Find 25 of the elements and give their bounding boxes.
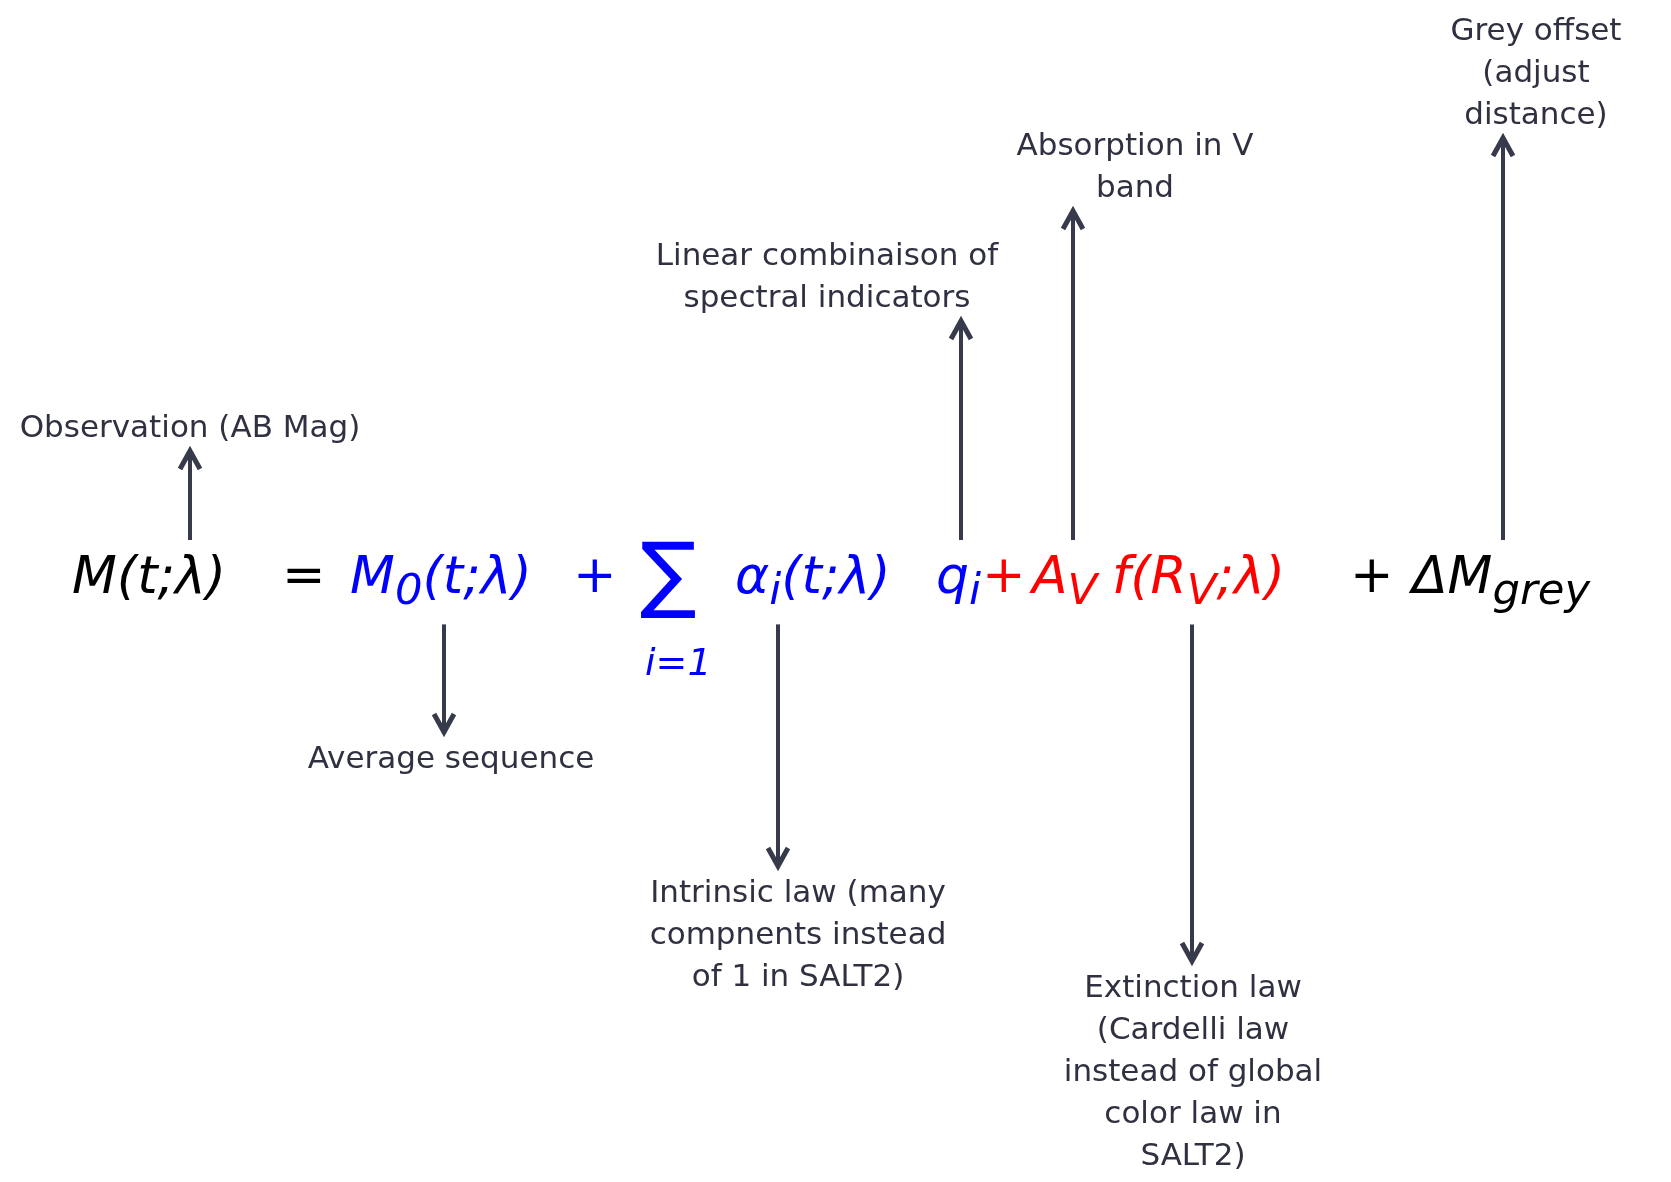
arrow xyxy=(1490,135,1516,540)
arrow xyxy=(431,624,457,735)
annotation-text: Absorption in V band xyxy=(1005,123,1265,207)
annotation-text: Average sequence xyxy=(291,736,611,778)
arrow xyxy=(1060,208,1086,540)
sum-symbol: ∑ xyxy=(640,524,697,624)
arrow xyxy=(765,624,791,869)
annotation-text: Grey offset (adjust distance) xyxy=(1406,8,1666,134)
formula-term: α$_{i}$(t;λ) xyxy=(735,544,891,621)
annotation-text: Extinction law (Cardelli law instead of global color law in SALT2) xyxy=(1053,965,1333,1175)
equals-sign: = xyxy=(282,544,326,606)
annotation-text: Observation (AB Mag) xyxy=(0,405,380,447)
plus-sign: + xyxy=(982,544,1026,606)
plus-sign: + xyxy=(573,544,617,606)
sum-index: i=1 xyxy=(645,640,712,685)
arrow xyxy=(177,448,203,540)
arrow xyxy=(1179,624,1205,964)
formula-term: M(t;λ) xyxy=(72,544,227,606)
annotation-text: Linear combinaison of spectral indicators xyxy=(647,233,1007,317)
formula-term: f(R$_{V}$;λ) xyxy=(1112,544,1285,621)
formula-term: M$_{0}$(t;λ) xyxy=(350,544,532,621)
plus-sign: + xyxy=(1350,544,1394,606)
annotation-text: Intrinsic law (many compnents instead of 1 in SALT2) xyxy=(648,870,948,996)
formula-term: q$_{i}$ xyxy=(936,544,982,621)
arrow xyxy=(948,318,974,540)
